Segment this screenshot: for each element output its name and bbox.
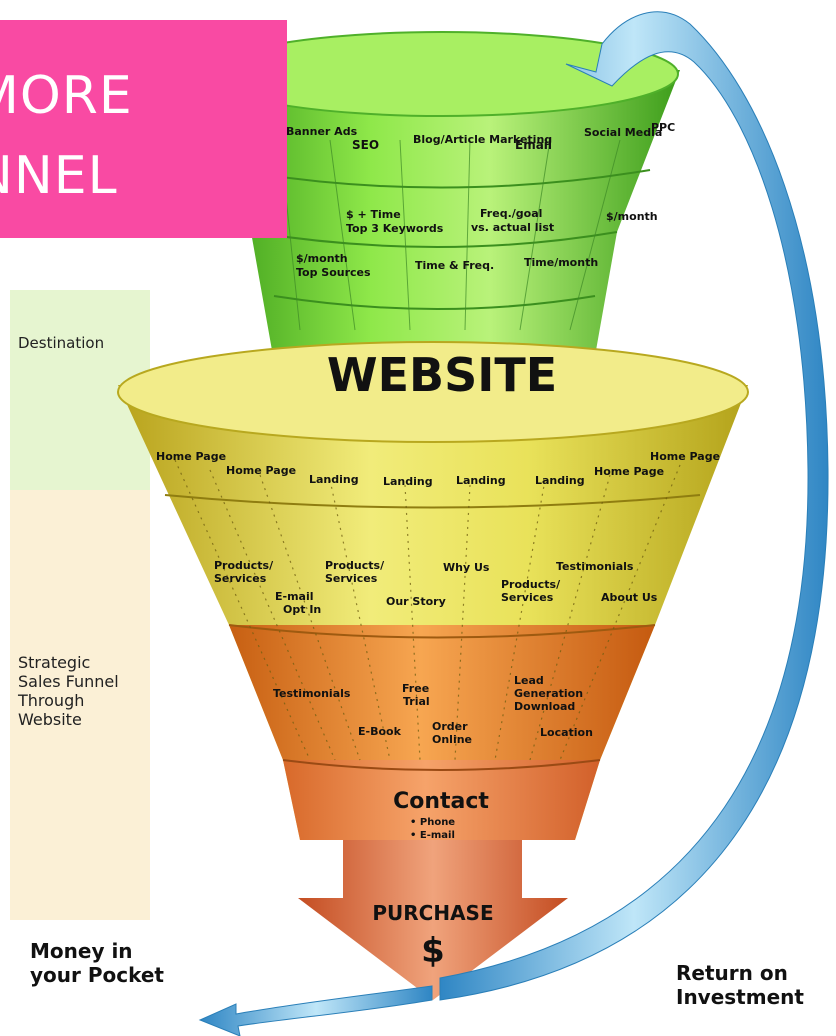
metric-month-left: $/month [296, 252, 348, 265]
row1-landing-3: Landing [456, 474, 506, 487]
funnel-row-1: Home Page Home Page Landing Landing Land… [156, 450, 720, 488]
row2-optin: Opt In [283, 603, 321, 616]
contact-email: • E-mail [410, 830, 455, 841]
channel-seo: SEO [352, 138, 379, 152]
row3-online: Online [432, 733, 472, 746]
metric-labels: $ + Time Top 3 Keywords Freq./goal vs. a… [296, 207, 658, 279]
row3-ebook: E-Book [358, 725, 402, 738]
row2-why-us: Why Us [443, 561, 490, 574]
row2-products-1a: Products/ [214, 559, 274, 572]
metric-time-freq: Time & Freq. [415, 259, 494, 272]
strategic-label: Strategic Sales Funnel Through Website [17, 653, 124, 729]
row2-products-2b: Services [325, 572, 378, 585]
row1-home-3: Home Page [594, 465, 664, 478]
website-title: WEBSITE [327, 348, 557, 402]
title-banner: MORE NNEL [0, 20, 287, 238]
row2-email: E-mail [275, 590, 314, 603]
row2-products-3b: Services [501, 591, 554, 604]
channel-blog: Blog/Article Marketing [413, 133, 552, 146]
contact-phone: • Phone [410, 817, 455, 828]
row1-home-2: Home Page [226, 464, 296, 477]
row3-free: Free [402, 682, 429, 695]
money-label: Money in your Pocket [30, 939, 164, 987]
channel-ppc: PPC [651, 121, 675, 134]
row3-testimonials: Testimonials [273, 687, 351, 700]
purchase-label: PURCHASE [372, 901, 493, 925]
contact-section: Contact • Phone • E-mail [393, 789, 489, 841]
row2-our-story: Our Story [386, 595, 446, 608]
roi-label: Return on Investment [676, 961, 804, 1009]
channel-social: Social Media [584, 126, 662, 139]
row1-home-1: Home Page [156, 450, 226, 463]
purchase-arrow [298, 840, 568, 1000]
row1-landing-4: Landing [535, 474, 585, 487]
funnel-row-2: Products/ Services Products/ Services Wh… [214, 559, 658, 616]
metric-time-month: Time/month [524, 256, 598, 269]
strategic-panel [10, 490, 150, 920]
row3-download: Download [514, 700, 575, 713]
dollar-sign: $ [421, 931, 445, 971]
row2-testimonials: Testimonials [556, 560, 634, 573]
bottom-funnel [117, 341, 749, 840]
row3-order: Order [432, 720, 468, 733]
channel-banner-ads: Banner Ads [286, 125, 358, 138]
row3-lead: Lead [514, 674, 544, 687]
row1-landing-2: Landing [383, 475, 433, 488]
row3-generation: Generation [514, 687, 583, 700]
row2-about-us: About Us [601, 591, 658, 604]
metric-freq: Freq./goal [480, 207, 542, 220]
row3-trial: Trial [403, 695, 430, 708]
metric-sources: Top Sources [296, 266, 371, 279]
row2-products-1b: Services [214, 572, 267, 585]
metric-time: $ + Time [346, 208, 401, 221]
return-arrow [198, 11, 829, 1036]
funnel-row-3: Testimonials Free Trial Lead Generation … [273, 674, 593, 746]
metric-list: vs. actual list [471, 221, 554, 234]
row1-home-4: Home Page [650, 450, 720, 463]
destination-label: Destination [18, 334, 104, 352]
row3-location: Location [540, 726, 593, 739]
channel-email: Email [515, 138, 552, 152]
banner-line-2: NNEL [0, 146, 118, 206]
metric-month-right: $/month [606, 210, 658, 223]
channel-labels: Banner Ads SEO Blog/Article Marketing Em… [286, 121, 675, 152]
row2-products-3a: Products/ [501, 578, 561, 591]
row1-landing-1: Landing [309, 473, 359, 486]
contact-title: Contact [393, 789, 489, 814]
banner-line-1: MORE [0, 66, 133, 126]
metric-keywords: Top 3 Keywords [346, 222, 444, 235]
row2-products-2a: Products/ [325, 559, 385, 572]
